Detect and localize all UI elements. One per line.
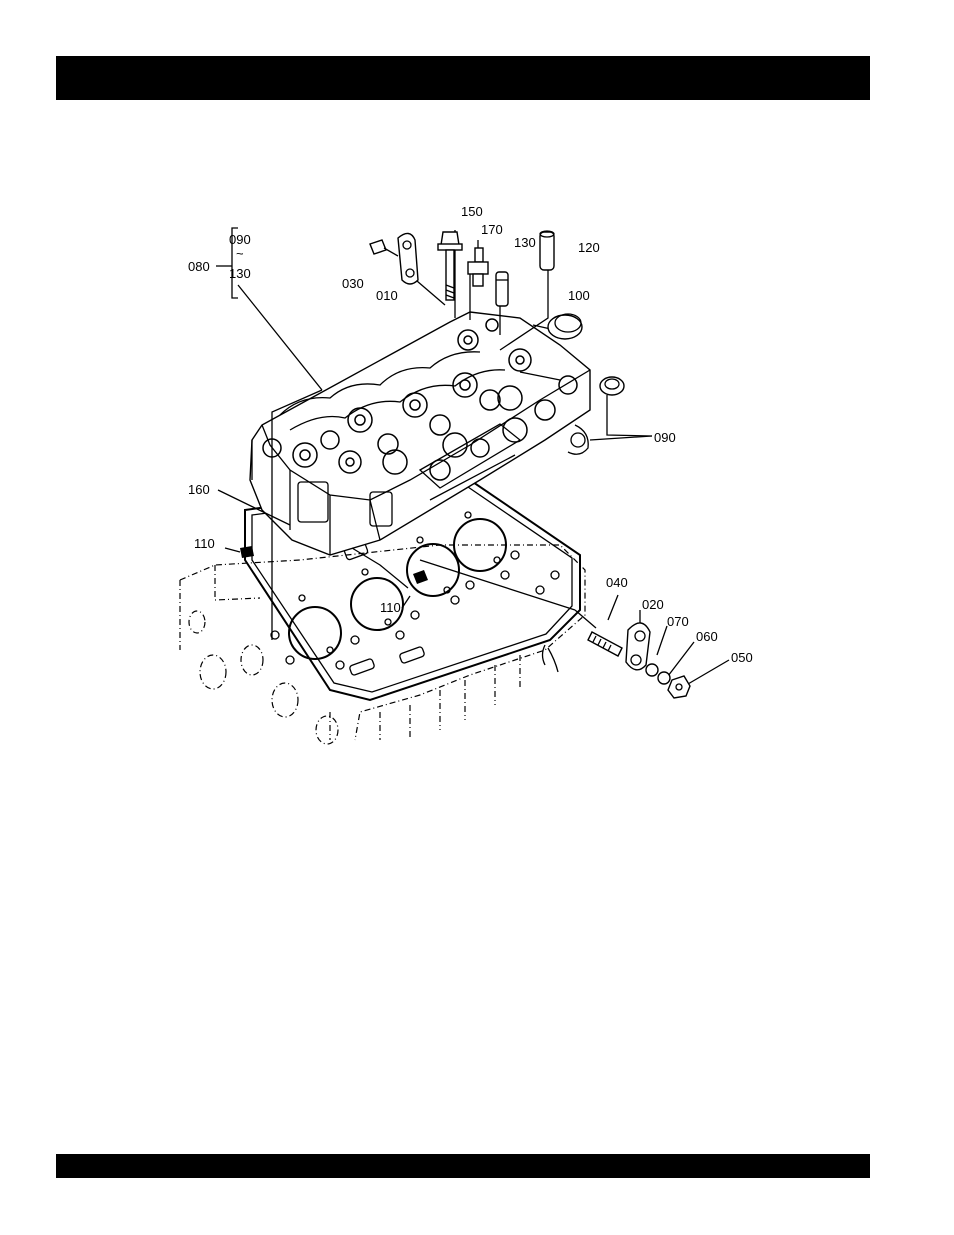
label-100: 100 [568,288,590,303]
cylinder-head-exploded-diagram: 150 170 130 120 030 010 100 090 160 110 … [160,195,780,755]
label-020: 020 [642,597,664,612]
bracket-label-top: 090 [229,232,251,247]
stud-130 [496,272,508,306]
label-080: 080 [188,259,210,274]
label-040: 040 [606,575,628,590]
footer-bar [56,1154,870,1178]
washer-060 [658,672,670,684]
bracket-010 [398,233,418,284]
label-160: 160 [188,482,210,497]
label-010: 010 [376,288,398,303]
label-170: 170 [481,222,503,237]
bolt-030 [370,240,398,256]
label-060: 060 [696,629,718,644]
cylinder-head [250,312,590,555]
label-070: 070 [667,614,689,629]
engine-block [180,545,585,744]
label-090: 090 [654,430,676,445]
label-110-left: 110 [194,536,215,551]
cap-100 [548,314,582,339]
bolt-150 [438,232,462,300]
label-130: 130 [514,235,536,250]
fitting-170 [468,240,488,286]
nut-050 [668,676,690,698]
stud-040 [588,632,622,656]
header-bar [56,56,870,100]
sleeve-120 [540,231,554,270]
bracket-020 [626,623,650,670]
label-110-center: 110 [380,600,401,615]
washer-070 [646,664,658,676]
label-120: 120 [578,240,600,255]
bracket-label-tilde: ~ [236,246,244,261]
label-050: 050 [731,650,753,665]
bracket-label-bottom: 130 [229,266,251,281]
label-030: 030 [342,276,364,291]
plug-090 [600,377,624,395]
label-150: 150 [461,204,483,219]
